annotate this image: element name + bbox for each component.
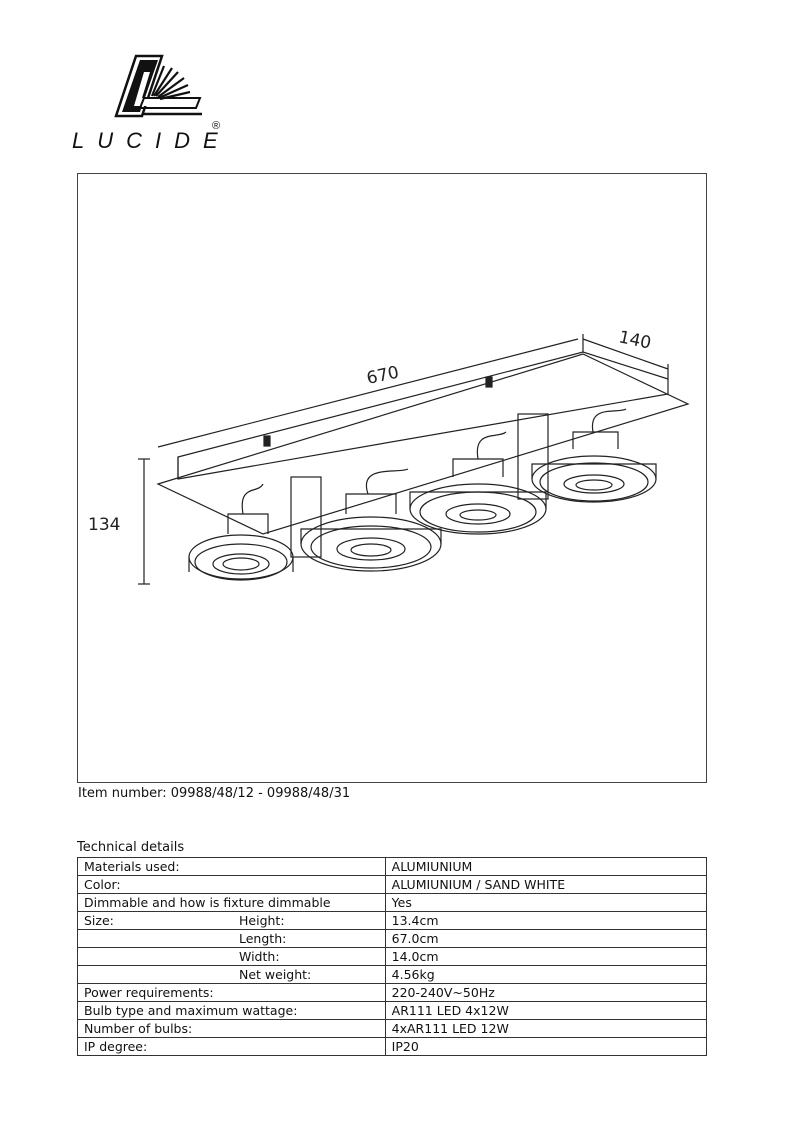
spec-label-text: Color:: [84, 877, 121, 892]
spec-value: ALUMIUNIUM: [384, 857, 708, 876]
spec-label: Size: Height:: [77, 911, 386, 930]
item-number-values: 09988/48/12 - 09988/48/31: [170, 786, 351, 801]
spec-label: Dimmable and how is fixture dimmable: [77, 893, 386, 912]
spec-label: Width:: [77, 947, 386, 966]
brand-name: LUCIDE: [72, 128, 231, 153]
spec-label: Number of bulbs:: [77, 1019, 386, 1038]
dimension-height: 134: [88, 515, 120, 535]
spec-value: IP20: [384, 1037, 708, 1056]
spec-value: 220-240V~50Hz: [384, 983, 708, 1002]
spec-value: 14.0cm: [384, 947, 708, 966]
spec-label: Length:: [77, 929, 386, 948]
dimension-length: 670: [365, 363, 401, 389]
technical-drawing: 670 140 134: [77, 173, 707, 783]
lucide-logo: LUCIDE ®: [72, 52, 242, 162]
table-row: Dimmable and how is fixture dimmable Yes: [77, 893, 708, 912]
spec-sublabel: Height:: [239, 913, 285, 928]
table-row: IP degree: IP20: [77, 1037, 708, 1056]
fixture-drawing: 670 140 134: [88, 327, 690, 585]
spec-label-text: Power requirements:: [84, 985, 214, 1000]
spec-value: AR111 LED 4x12W: [384, 1001, 708, 1020]
spec-label: Materials used:: [77, 857, 386, 876]
spec-sublabel: Net weight:: [239, 967, 312, 982]
spec-label-text: Bulb type and maximum wattage:: [84, 1003, 298, 1018]
spec-value: 4xAR111 LED 12W: [384, 1019, 708, 1038]
spec-sublabel: Length:: [239, 931, 287, 946]
spec-label-text: Dimmable and how is fixture dimmable: [84, 895, 331, 910]
table-row: Bulb type and maximum wattage: AR111 LED …: [77, 1001, 708, 1020]
spec-label: Net weight:: [77, 965, 386, 984]
table-row: Length: 67.0cm: [77, 929, 708, 948]
spec-value: ALUMIUNIUM / SAND WHITE: [384, 875, 708, 894]
item-number-label: Item number:: [78, 786, 167, 801]
spec-label: Power requirements:: [77, 983, 386, 1002]
spec-label-text: Number of bulbs:: [84, 1021, 193, 1036]
spec-value: Yes: [384, 893, 708, 912]
table-row: Size: Height: 13.4cm: [77, 911, 708, 930]
table-row: Net weight: 4.56kg: [77, 965, 708, 984]
technical-details-table: Materials used: ALUMIUNIUM Color: ALUMIUNIU…: [77, 857, 708, 1056]
table-row: Width: 14.0cm: [77, 947, 708, 966]
lucide-logo-mark: [114, 54, 202, 118]
technical-details-title: Technical details: [77, 840, 185, 855]
spec-label-text: Size:: [84, 913, 114, 928]
spec-label-text: IP degree:: [84, 1039, 148, 1054]
table-row: Power requirements: 220-240V~50Hz: [77, 983, 708, 1002]
spec-label: Bulb type and maximum wattage:: [77, 1001, 386, 1020]
spec-label-text: Materials used:: [84, 859, 180, 874]
dimension-width: 140: [617, 327, 653, 353]
spec-value: 67.0cm: [384, 929, 708, 948]
spec-label: IP degree:: [77, 1037, 386, 1056]
spec-value: 4.56kg: [384, 965, 708, 984]
spec-value: 13.4cm: [384, 911, 708, 930]
table-row: Materials used: ALUMIUNIUM: [77, 857, 708, 876]
table-row: Number of bulbs: 4xAR111 LED 12W: [77, 1019, 708, 1038]
spec-sublabel: Width:: [239, 949, 280, 964]
item-number: Item number: 09988/48/12 - 09988/48/31: [78, 786, 350, 801]
spec-label: Color:: [77, 875, 386, 894]
registered-mark: ®: [212, 120, 221, 132]
table-row: Color: ALUMIUNIUM / SAND WHITE: [77, 875, 708, 894]
